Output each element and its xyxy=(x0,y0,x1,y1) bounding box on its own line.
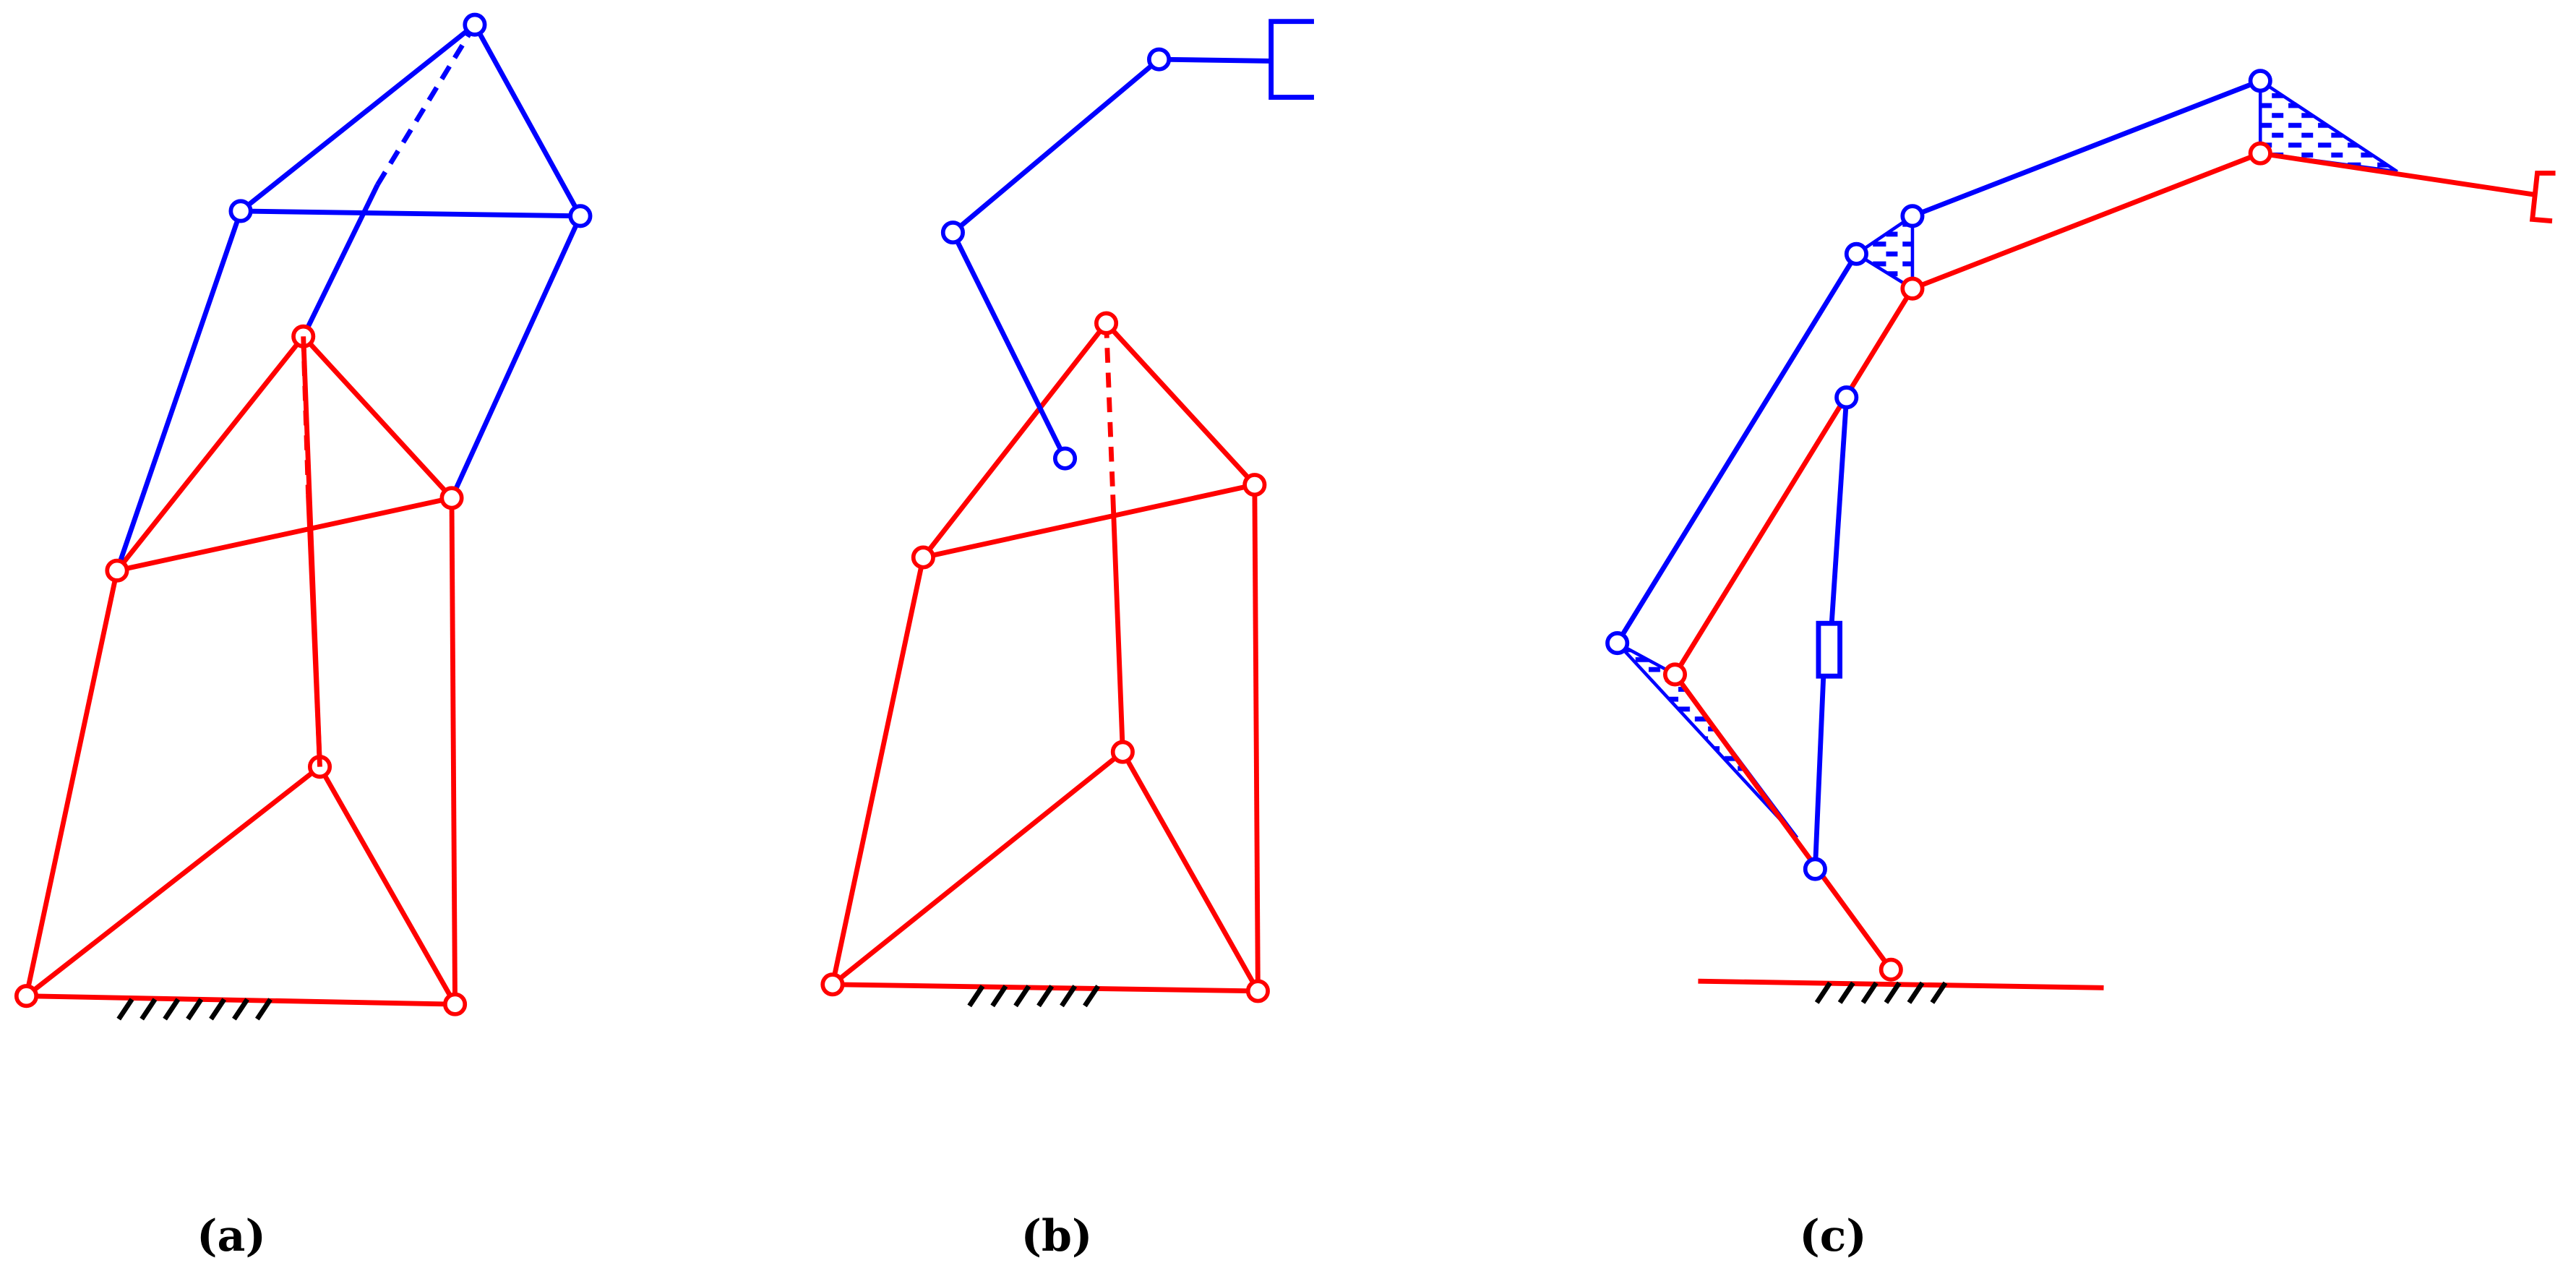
dashed-link-a xyxy=(301,336,311,495)
lower-linkage-c xyxy=(1673,150,2535,990)
panel-a xyxy=(14,12,593,1021)
red-joints-c xyxy=(1662,141,2272,982)
red-joints-a xyxy=(14,324,468,1016)
lower-linkage-b xyxy=(830,321,1261,994)
panel-c xyxy=(1605,69,2556,1004)
blue-joints-a xyxy=(228,12,593,228)
upper-linkage-a xyxy=(114,22,583,572)
red-joints-b xyxy=(820,311,1270,1003)
panel-label-a: (a) xyxy=(197,1211,266,1262)
lower-linkage-a xyxy=(24,335,458,1007)
upper-arm-b xyxy=(950,56,1271,460)
panel-label-c: (c) xyxy=(1799,1211,1866,1262)
link-a-lower-mid xyxy=(306,494,322,767)
ground-hatch-a xyxy=(116,998,272,1021)
gripper-icon-c xyxy=(2529,171,2556,224)
blue-joints-b xyxy=(940,47,1172,471)
blue-joints-c xyxy=(1605,69,2272,881)
actuator-cylinder-c xyxy=(1816,620,1843,679)
upper-linkage-c xyxy=(1615,78,2262,870)
hatched-link-mid-c xyxy=(1853,213,1915,292)
gripper-icon-b xyxy=(1268,19,1314,100)
panel-label-b: (b) xyxy=(1021,1211,1093,1262)
ground-hatch-c xyxy=(1814,981,1948,1004)
panel-b xyxy=(820,19,1314,1008)
ground-hatch-b xyxy=(967,985,1100,1008)
